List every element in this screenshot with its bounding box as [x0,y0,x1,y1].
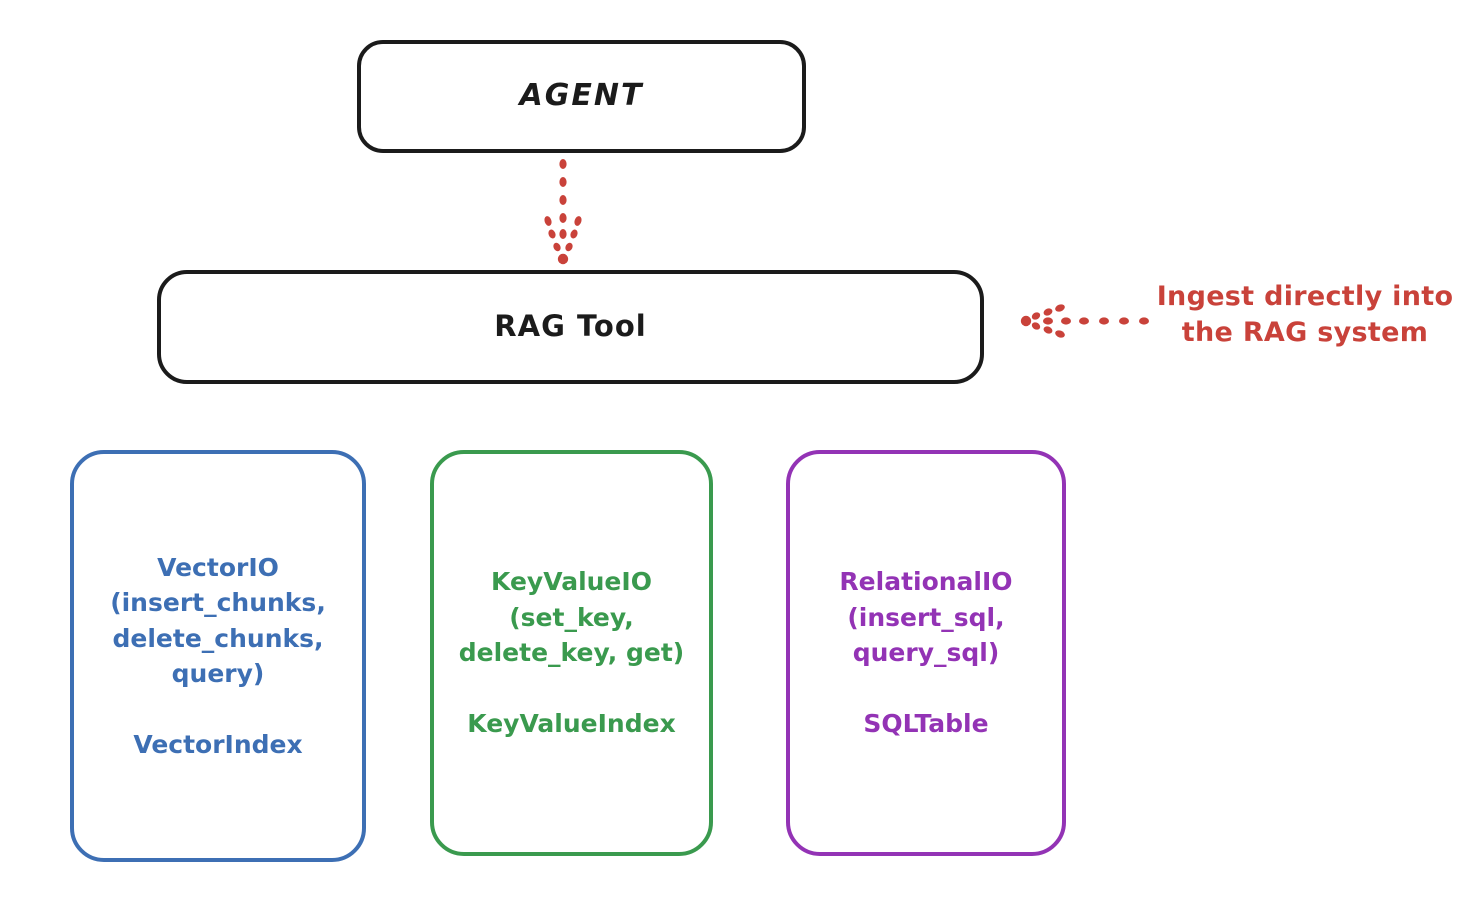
node-rag-tool-label: RAG Tool [494,309,647,344]
annotation-ingest-note-text: Ingest directly into the RAG system [1156,281,1454,349]
node-key-value-io[interactable]: KeyValueIO (set_key, delete_key, get) Ke… [430,450,713,856]
node-vector-io[interactable]: VectorIO (insert_chunks, delete_chunks, … [70,450,366,862]
node-key-value-io-label: KeyValueIO (set_key, delete_key, get) Ke… [458,567,685,739]
node-relational-io[interactable]: RelationalIO (insert_sql, query_sql) SQL… [786,450,1066,856]
connector-agent-to-rag-tool-arrow-icon [523,158,603,268]
node-rag-tool[interactable]: RAG Tool [157,270,984,384]
connector-ingest-arrow-icon [1020,296,1150,348]
annotation-ingest-note: Ingest directly into the RAG system [1140,279,1470,351]
node-relational-io-label: RelationalIO (insert_sql, query_sql) SQL… [839,567,1013,739]
node-agent-label: AGENT [519,78,644,114]
node-vector-io-label: VectorIO (insert_chunks, delete_chunks, … [110,552,326,760]
node-agent[interactable]: AGENT [357,40,806,153]
